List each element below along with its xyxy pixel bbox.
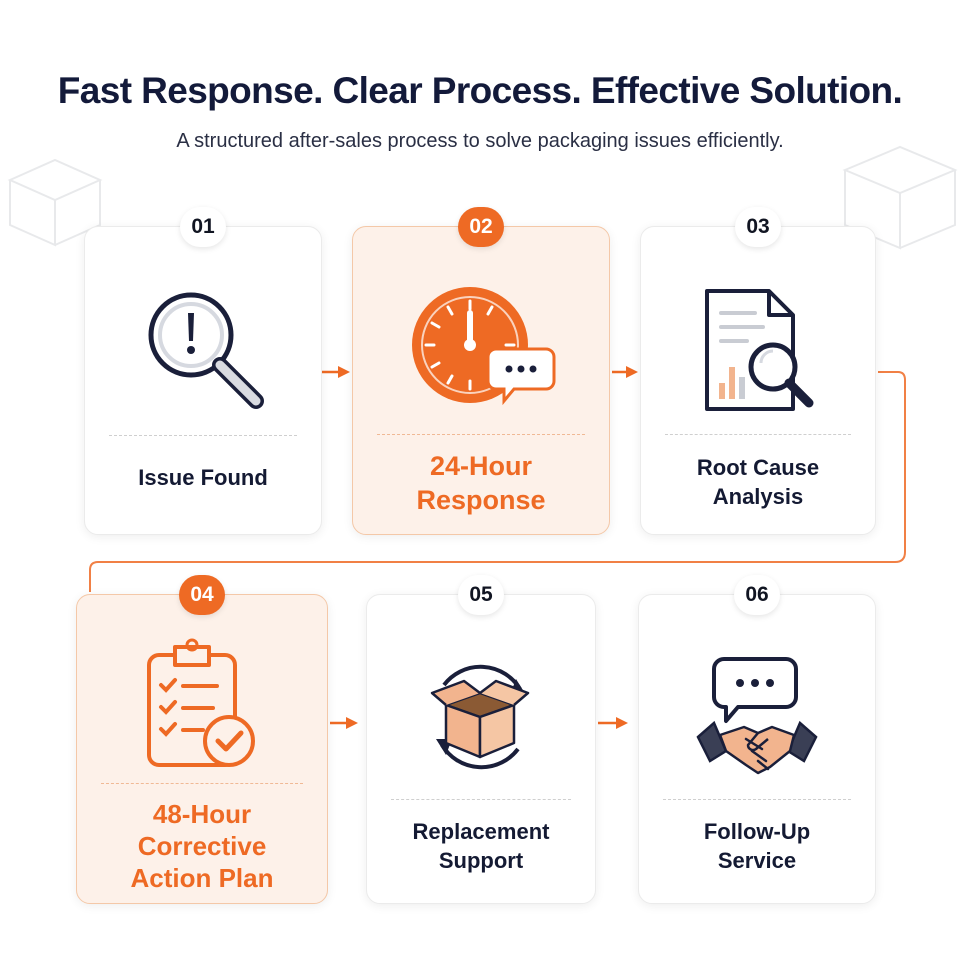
- step-label: Issue Found: [138, 465, 268, 490]
- page-subtitle: A structured after-sales process to solv…: [176, 130, 784, 152]
- step-label: Follow-Up Service: [703, 819, 811, 873]
- step-card-04: 04 48-Hour Corrective Action Plan: [76, 575, 328, 904]
- background-box-icon-left: [7, 158, 103, 247]
- connector-3-4: [89, 371, 906, 592]
- card-divider: [391, 799, 571, 800]
- step-card-01: 01 Issue Found: [84, 207, 322, 535]
- checklist-clipboard-icon: [147, 638, 255, 767]
- step-card-05: 05 Replacement Support: [366, 575, 596, 904]
- step-number-badge: 02: [458, 207, 504, 247]
- step-number-badge: 03: [735, 207, 781, 247]
- step-card-06: 06 Follow-Up Service: [638, 575, 876, 904]
- card-divider: [665, 434, 851, 435]
- step-card-02: 02 24-Hour Response: [352, 207, 610, 535]
- document-analysis-icon: [705, 289, 814, 411]
- box-replace-icon: [430, 664, 530, 770]
- step-label: Replacement Support: [412, 819, 550, 873]
- step-label: 24-Hour Response: [416, 451, 546, 515]
- step-number-badge: 06: [734, 575, 780, 615]
- magnifier-alert-icon: [148, 292, 264, 409]
- step-label: 48-Hour Corrective Action Plan: [130, 799, 274, 893]
- step-label: Root Cause Analysis: [696, 455, 820, 509]
- page-title: Fast Response. Clear Process. Effective …: [57, 70, 903, 111]
- step-number-badge: 04: [179, 575, 225, 615]
- step-number-badge: 05: [458, 575, 504, 615]
- step-number-badge: 01: [180, 207, 226, 247]
- card-divider: [109, 435, 297, 436]
- card-divider: [101, 783, 303, 784]
- clock-chat-icon: [412, 287, 556, 406]
- card-divider: [377, 434, 585, 435]
- card-divider: [663, 799, 851, 800]
- step-card-03: 03 Root Cause Analysis: [640, 207, 876, 535]
- handshake-chat-icon: [696, 657, 818, 775]
